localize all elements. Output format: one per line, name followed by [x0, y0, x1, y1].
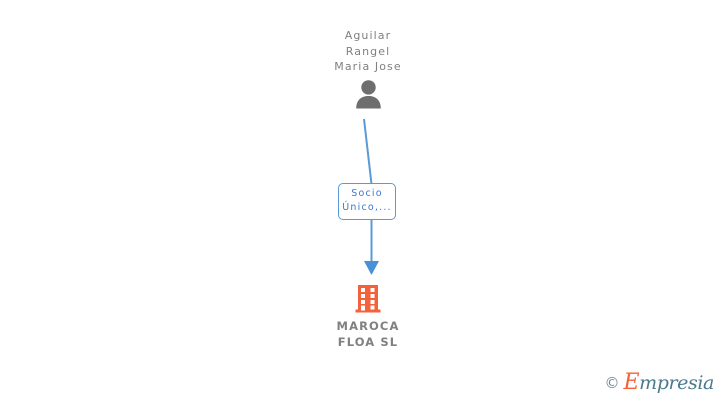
person-icon-wrap [296, 79, 440, 110]
node-company[interactable]: MAROCA FLOA SL [296, 283, 440, 350]
brand-initial: E [623, 370, 640, 395]
brand-name: mpresia [639, 372, 714, 394]
company-icon-wrap [296, 283, 440, 315]
person-name-label: Aguilar Rangel Maria Jose [334, 29, 402, 73]
edge-arrowhead-icon [364, 261, 379, 275]
watermark: © Empresia [604, 372, 714, 394]
brand-logo: Empresia [623, 372, 714, 394]
building-icon [355, 285, 381, 313]
copyright-icon: © [604, 373, 620, 392]
node-person[interactable]: Aguilar Rangel Maria Jose [296, 28, 440, 110]
person-icon [355, 79, 381, 108]
company-name-label: MAROCA FLOA SL [336, 319, 400, 349]
edge-line-person-to-label [363, 118, 373, 185]
edge-label-socio-unico[interactable]: Socio Único,... [338, 183, 396, 220]
